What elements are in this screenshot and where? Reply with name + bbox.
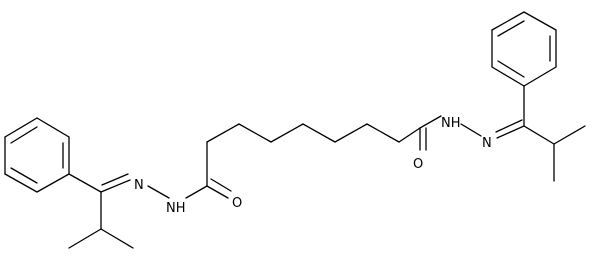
atom-label-n-left: N [134, 178, 144, 193]
right-carbonyl-bond [419, 127, 427, 151]
atom-label-o-right: O [413, 157, 423, 172]
aliphatic-chain [206, 123, 421, 187]
atom-label-n-right: N [482, 136, 492, 151]
right-phenyl-ring [491, 11, 557, 87]
atom-label-nh-left: NH [166, 201, 186, 216]
left-hydrazone-bonds [68, 173, 208, 249]
right-hydrazone-bonds [419, 85, 586, 182]
left-carbonyl-bond [206, 178, 232, 199]
atom-label-nh-right: NH [441, 116, 461, 131]
atom-label-o-left: O [232, 196, 242, 211]
left-phenyl-ring [4, 117, 70, 193]
